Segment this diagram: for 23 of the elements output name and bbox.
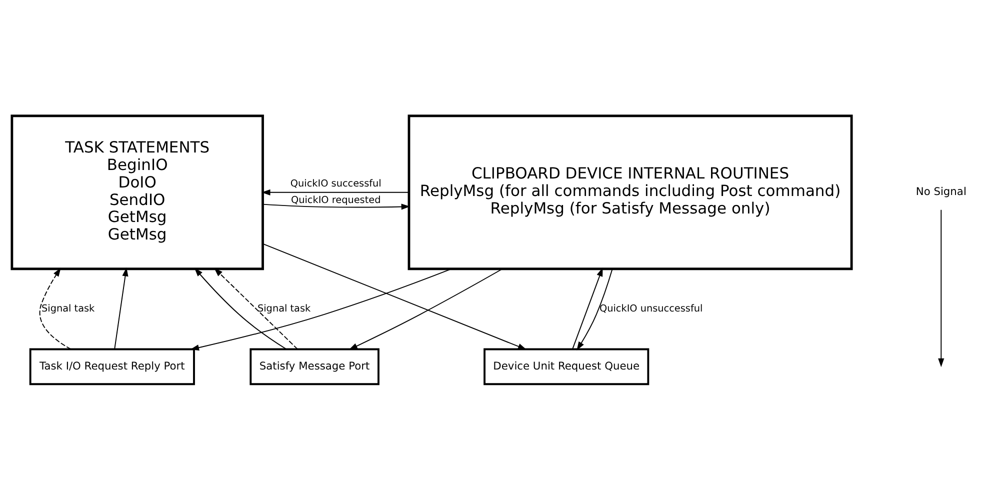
arrow xyxy=(190,268,452,351)
arrow xyxy=(39,268,72,350)
arrow xyxy=(938,209,944,368)
arrow xyxy=(262,189,410,196)
arrow xyxy=(348,268,503,350)
edge-label: QuickIO requested xyxy=(291,195,381,206)
node-box: Device Unit Request Queue xyxy=(484,348,650,386)
arrow xyxy=(262,204,410,210)
arrow xyxy=(576,268,613,350)
arrow xyxy=(194,268,287,350)
arrow xyxy=(114,268,128,350)
node-box: TASK STATEMENTS BeginIO DoIO SendIO GetMsg GetMsg xyxy=(10,114,264,270)
arrow xyxy=(214,268,298,350)
node-box: CLIPBOARD DEVICE INTERNAL ROUTINES ReplyMsg (for all commands including Post command) ReplyMsg (for Satisfy Message only) xyxy=(408,114,853,270)
node-box: Task I/O Request Reply Port xyxy=(29,348,195,386)
edge-label: QuickIO unsuccessful xyxy=(599,303,703,314)
node-box: Satisfy Message Port xyxy=(250,348,380,386)
arrow xyxy=(262,243,527,350)
node-text: No Signal xyxy=(916,185,966,198)
edge-label: Signal task xyxy=(257,303,311,314)
edge-label: QuickIO successful xyxy=(290,178,382,190)
arrow xyxy=(572,268,603,350)
edge-label: Signal task xyxy=(42,303,95,314)
